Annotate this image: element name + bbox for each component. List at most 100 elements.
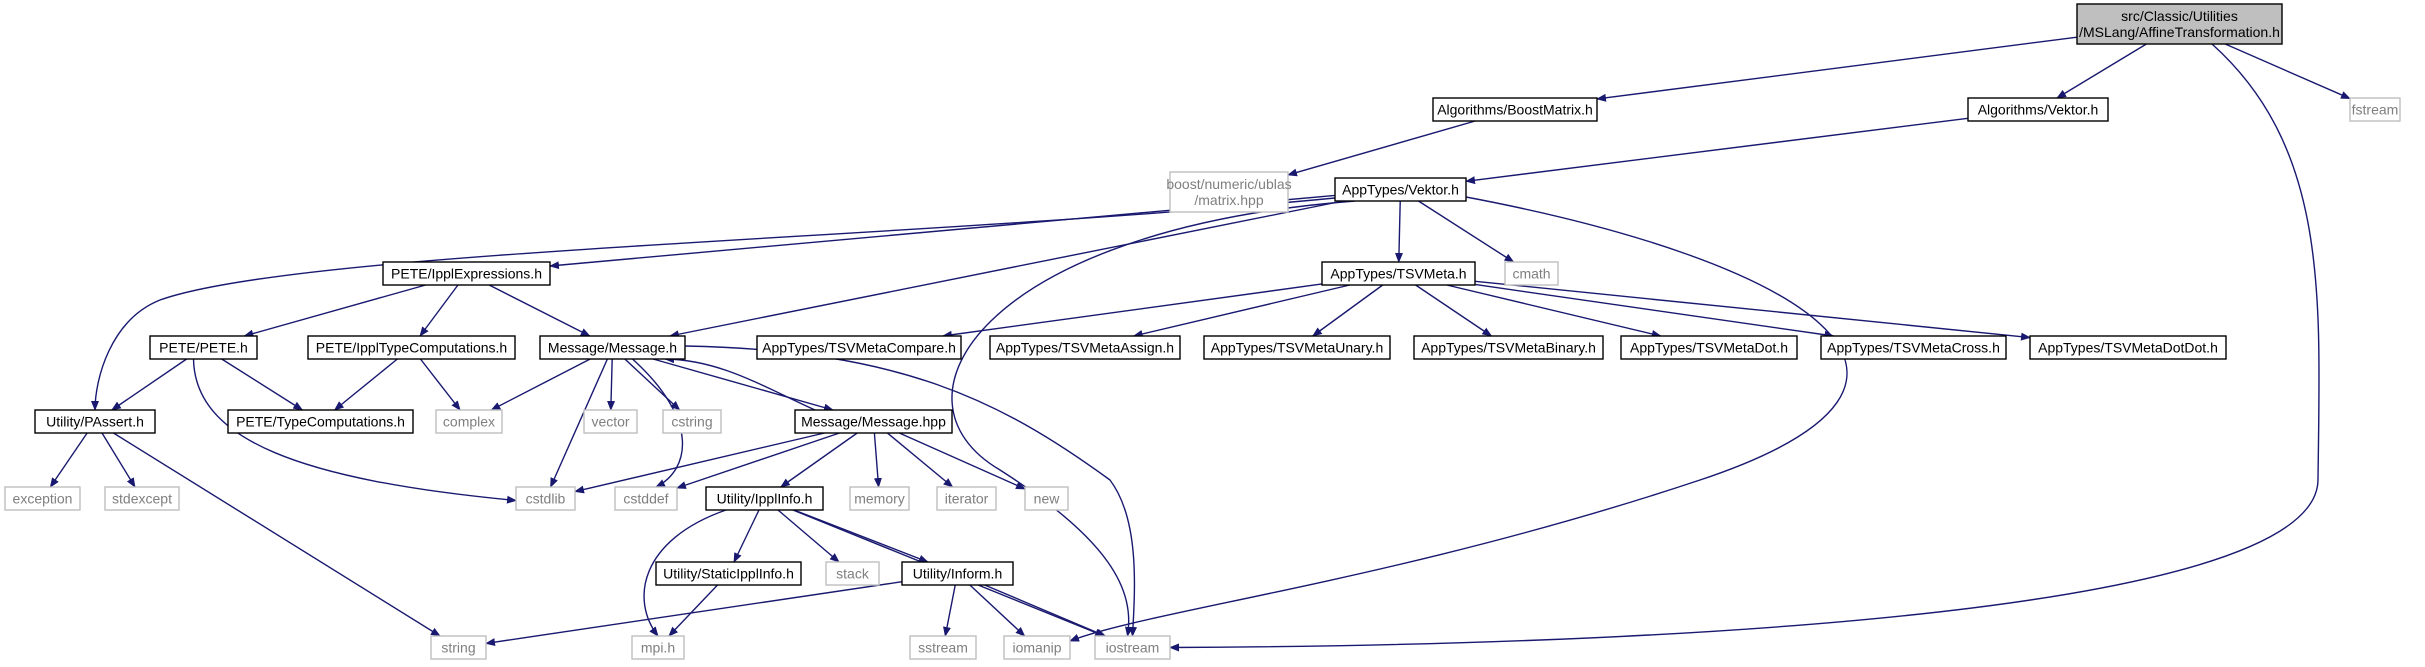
node-label: sstream bbox=[918, 640, 968, 656]
edge-messageh-to-vector bbox=[607, 358, 616, 411]
node-staticippl[interactable]: Utility/StaticIpplInfo.h bbox=[655, 561, 802, 586]
edge-messageh-to-cstring bbox=[624, 358, 681, 411]
node-stack: stack bbox=[825, 561, 880, 586]
node-cstring: cstring bbox=[662, 409, 722, 434]
node-label: PETE/IpplExpressions.h bbox=[391, 266, 542, 282]
node-box bbox=[307, 335, 516, 360]
node-boostmatrix[interactable]: Algorithms/BoostMatrix.h bbox=[1432, 97, 1598, 122]
node-pete[interactable]: PETE/PETE.h bbox=[149, 335, 258, 360]
node-box bbox=[1003, 635, 1071, 660]
edge-appvektor-to-cmath bbox=[1418, 200, 1515, 263]
node-tsvdot[interactable]: AppTypes/TSVMetaDot.h bbox=[1620, 335, 1798, 360]
node-complex: complex bbox=[435, 409, 503, 434]
node-label: AppTypes/TSVMetaDot.h bbox=[1630, 340, 1788, 356]
node-tsvdotdot[interactable]: AppTypes/TSVMetaDotDot.h bbox=[2029, 335, 2227, 360]
edge-appvektor-to-tsvmeta bbox=[1394, 200, 1403, 263]
node-algvektor[interactable]: Algorithms/Vektor.h bbox=[1967, 97, 2109, 122]
edge-ipplinfo-to-inform bbox=[793, 509, 929, 563]
node-ippltype[interactable]: PETE/IpplTypeComputations.h bbox=[307, 335, 516, 360]
node-pete_tc[interactable]: PETE/TypeComputations.h bbox=[227, 409, 414, 434]
node-cmath: cmath bbox=[1504, 261, 1559, 286]
node-label: iterator bbox=[945, 491, 989, 507]
node-box bbox=[4, 486, 81, 511]
node-root[interactable]: src/Classic/Utilities/MSLang/AffineTrans… bbox=[2076, 3, 2283, 45]
edge-appvektor-to-passert bbox=[91, 197, 1336, 411]
edge-tsvmeta-to-tsvdotdot bbox=[1474, 280, 2031, 341]
node-label: AppTypes/TSVMetaCross.h bbox=[1827, 340, 2000, 356]
edge-pete-to-passert bbox=[111, 358, 188, 411]
node-box bbox=[1321, 261, 1476, 286]
node-ublas: boost/numeric/ublas/matrix.hpp bbox=[1166, 171, 1292, 213]
node-tsvunary[interactable]: AppTypes/TSVMetaUnary.h bbox=[1203, 335, 1391, 360]
edge-pete-to-pete_tc bbox=[221, 358, 304, 411]
node-ipplexpr[interactable]: PETE/IpplExpressions.h bbox=[382, 261, 551, 286]
node-tsvassign[interactable]: AppTypes/TSVMetaAssign.h bbox=[989, 335, 1181, 360]
node-inform[interactable]: Utility/Inform.h bbox=[901, 561, 1014, 586]
node-fstream: fstream bbox=[2349, 97, 2401, 122]
edge-messageh-to-messagehpp bbox=[652, 358, 834, 412]
node-box bbox=[614, 486, 678, 511]
edge-tsvmeta-to-tsvcross bbox=[1474, 283, 1835, 339]
node-box bbox=[705, 486, 824, 511]
node-vector: vector bbox=[583, 409, 638, 434]
edge-ipplinfo-to-staticippl bbox=[733, 509, 760, 563]
node-label: iostream bbox=[1106, 640, 1160, 656]
node-box bbox=[430, 635, 487, 660]
node-passert[interactable]: Utility/PAssert.h bbox=[34, 409, 156, 434]
node-label: AppTypes/TSVMeta.h bbox=[1330, 266, 1466, 282]
node-label: PETE/IpplTypeComputations.h bbox=[316, 340, 507, 356]
node-label: cstdlib bbox=[526, 491, 566, 507]
node-label: /matrix.hpp bbox=[1194, 192, 1263, 208]
node-box bbox=[794, 409, 953, 434]
node-box bbox=[849, 486, 910, 511]
node-label: PETE/TypeComputations.h bbox=[236, 414, 405, 430]
node-box bbox=[2076, 3, 2283, 45]
node-label: stack bbox=[836, 566, 870, 582]
node-label: AppTypes/TSVMetaBinary.h bbox=[1421, 340, 1596, 356]
node-box bbox=[1094, 635, 1171, 660]
edge-ipplexpr-to-pete bbox=[243, 284, 426, 338]
edge-ipplinfo-to-stack bbox=[777, 509, 840, 563]
edge-ippltype-to-pete_tc bbox=[333, 358, 398, 411]
node-label: AppTypes/TSVMetaAssign.h bbox=[996, 340, 1174, 356]
node-box bbox=[2029, 335, 2227, 360]
node-box bbox=[539, 335, 686, 360]
node-iomanip: iomanip bbox=[1003, 635, 1071, 660]
node-tsvbinary[interactable]: AppTypes/TSVMetaBinary.h bbox=[1413, 335, 1604, 360]
node-label: fstream bbox=[2352, 102, 2399, 118]
node-messageh[interactable]: Message/Message.h bbox=[539, 335, 686, 360]
node-box bbox=[149, 335, 258, 360]
node-label: complex bbox=[443, 414, 495, 430]
node-box bbox=[515, 486, 576, 511]
node-string: string bbox=[430, 635, 487, 660]
node-box bbox=[1413, 335, 1604, 360]
node-cstdlib: cstdlib bbox=[515, 486, 576, 511]
node-tsvcross[interactable]: AppTypes/TSVMetaCross.h bbox=[1820, 335, 2007, 360]
node-messagehpp[interactable]: Message/Message.hpp bbox=[794, 409, 953, 434]
node-box bbox=[1620, 335, 1798, 360]
node-ipplinfo[interactable]: Utility/IpplInfo.h bbox=[705, 486, 824, 511]
edge-inform-to-sstream bbox=[943, 584, 956, 637]
node-label: iomanip bbox=[1012, 640, 1061, 656]
edge-boostmatrix-to-ublas bbox=[1287, 120, 1476, 177]
node-label: Utility/Inform.h bbox=[913, 566, 1002, 582]
node-iostream: iostream bbox=[1094, 635, 1171, 660]
edge-messagehpp-to-cstdlib bbox=[574, 432, 825, 494]
edge-messagehpp-to-messageh bbox=[664, 355, 816, 411]
edge-inform-to-iostream bbox=[984, 584, 1107, 637]
node-box bbox=[936, 486, 997, 511]
node-tsvcompare[interactable]: AppTypes/TSVMetaCompare.h bbox=[756, 335, 962, 360]
edge-algvektor-to-appvektor bbox=[1465, 117, 1969, 185]
node-box bbox=[104, 486, 180, 511]
edge-messageh-to-cstddef bbox=[632, 358, 684, 488]
node-label: stdexcept bbox=[112, 491, 172, 507]
node-box bbox=[1024, 486, 1069, 511]
edge-messageh-to-cstdlib bbox=[549, 358, 609, 488]
node-appvektor[interactable]: AppTypes/Vektor.h bbox=[1334, 177, 1467, 202]
node-box bbox=[1504, 261, 1559, 286]
node-iterator: iterator bbox=[936, 486, 997, 511]
node-tsvmeta[interactable]: AppTypes/TSVMeta.h bbox=[1321, 261, 1476, 286]
node-label: AppTypes/TSVMetaDotDot.h bbox=[2038, 340, 2218, 356]
edge-appvektor-to-iostream bbox=[951, 200, 1356, 637]
node-box bbox=[1169, 171, 1289, 213]
